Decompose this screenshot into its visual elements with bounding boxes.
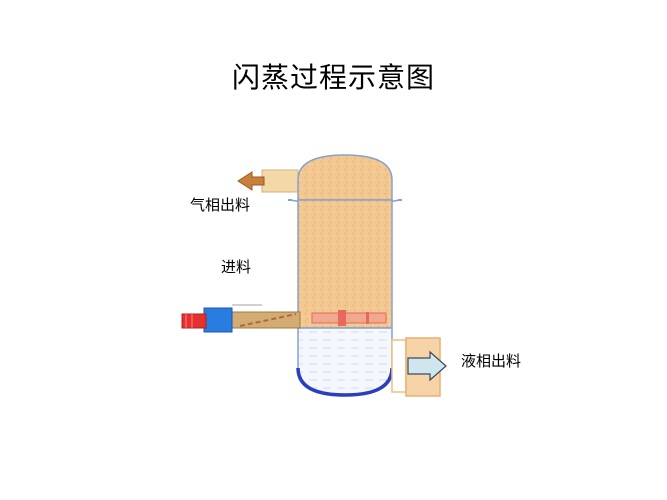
page-title: 闪蒸过程示意图: [231, 61, 435, 94]
feed-pipe: [181, 304, 301, 333]
liquid-arrow-icon: [407, 350, 447, 382]
vapor-arrow-icon: [237, 171, 265, 191]
flash-vessel: [288, 154, 402, 397]
feed-inlet-icon: [181, 313, 207, 329]
feed-distributor: [311, 312, 387, 324]
feed-valve-icon: [203, 307, 233, 333]
vapor-outlet-label: 气相出料: [190, 196, 251, 214]
liquid-outlet-pipe: [391, 337, 447, 397]
liquid-outlet-label: 液相出料: [461, 352, 522, 370]
feed-label: 进料: [221, 258, 252, 276]
